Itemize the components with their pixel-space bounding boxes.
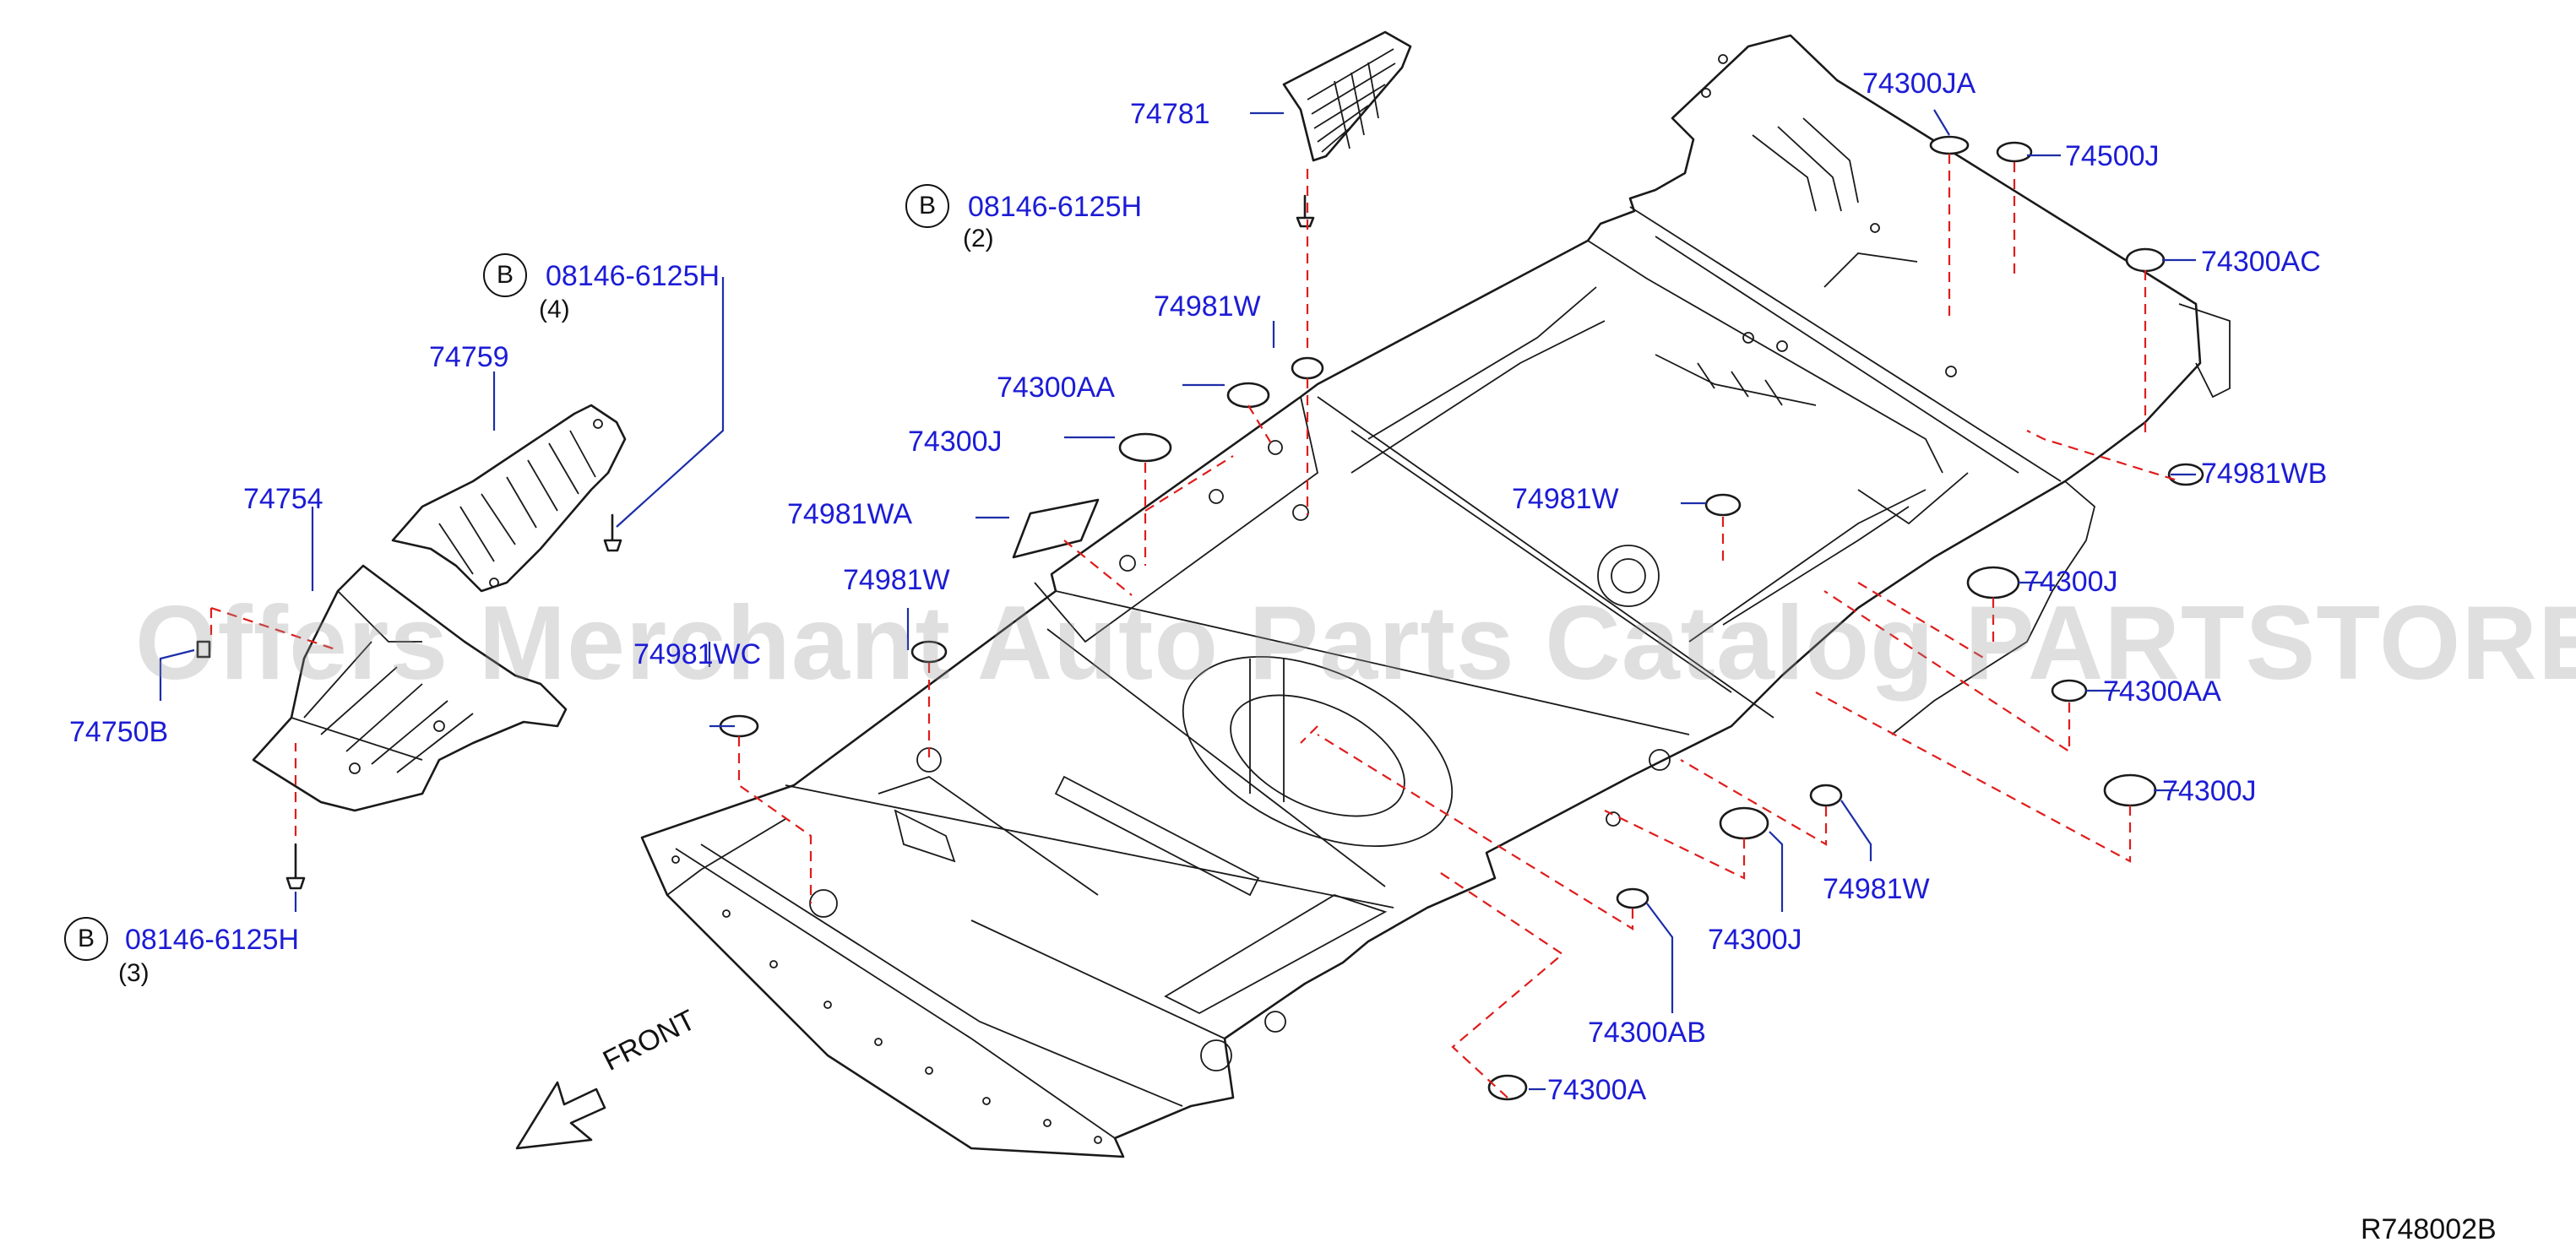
- bolt-marker-b-4: B: [483, 253, 527, 297]
- label-74981W-d[interactable]: 74981W: [1823, 873, 1930, 905]
- label-74750B[interactable]: 74750B: [69, 716, 169, 748]
- label-74300AA-b[interactable]: 74300AA: [2103, 675, 2221, 708]
- front-arrow-icon: [515, 1081, 606, 1150]
- label-74300J-a[interactable]: 74300J: [908, 426, 1003, 458]
- label-74300J-d[interactable]: 74300J: [1708, 924, 1802, 956]
- leader-lines: [159, 109, 2196, 1091]
- label-bolt-4[interactable]: 08146-6125H: [546, 260, 720, 292]
- label-74781[interactable]: 74781: [1130, 98, 1210, 130]
- label-74981W-c[interactable]: 74981W: [1512, 483, 1619, 515]
- qty-bolt-3: (3): [118, 959, 149, 987]
- label-74300AB[interactable]: 74300AB: [1588, 1017, 1706, 1049]
- bolt-icons: [196, 194, 1315, 890]
- bolt-marker-b-2: B: [905, 184, 949, 228]
- watermark-text: Offers Merchant Auto Parts Catalog PARTS…: [135, 585, 2576, 702]
- label-74300AC[interactable]: 74300AC: [2201, 246, 2321, 278]
- label-74300A[interactable]: 74300A: [1547, 1074, 1647, 1106]
- part-74759-shield: [391, 404, 627, 593]
- label-74981WA[interactable]: 74981WA: [787, 498, 913, 530]
- label-bolt-2[interactable]: 08146-6125H: [968, 191, 1143, 223]
- qty-bolt-4: (4): [539, 296, 570, 323]
- label-74300AA-a[interactable]: 74300AA: [997, 372, 1115, 404]
- label-74759[interactable]: 74759: [429, 341, 509, 373]
- part-74754-shield: [252, 564, 568, 812]
- label-74754[interactable]: 74754: [243, 483, 323, 515]
- label-74981WB[interactable]: 74981WB: [2201, 458, 2328, 490]
- label-74300J-b[interactable]: 74300J: [2024, 566, 2118, 598]
- plug-icons: [719, 135, 2204, 1101]
- diagram-reference-code: R748002B: [2361, 1213, 2497, 1245]
- floor-panel: [640, 34, 2231, 1158]
- label-74981W-b[interactable]: 74981W: [843, 564, 950, 596]
- assembly-lines: [209, 154, 2176, 1098]
- bolt-marker-b-3: B: [64, 917, 108, 961]
- label-74300JA[interactable]: 74300JA: [1862, 68, 1976, 100]
- label-74300J-c[interactable]: 74300J: [2162, 775, 2257, 807]
- qty-bolt-2: (2): [963, 225, 994, 252]
- label-bolt-3[interactable]: 08146-6125H: [125, 924, 300, 956]
- label-74500J[interactable]: 74500J: [2065, 140, 2160, 172]
- part-74781-cover: [1282, 30, 1412, 162]
- label-74981WC[interactable]: 74981WC: [633, 638, 762, 670]
- label-74981W-a[interactable]: 74981W: [1154, 290, 1261, 323]
